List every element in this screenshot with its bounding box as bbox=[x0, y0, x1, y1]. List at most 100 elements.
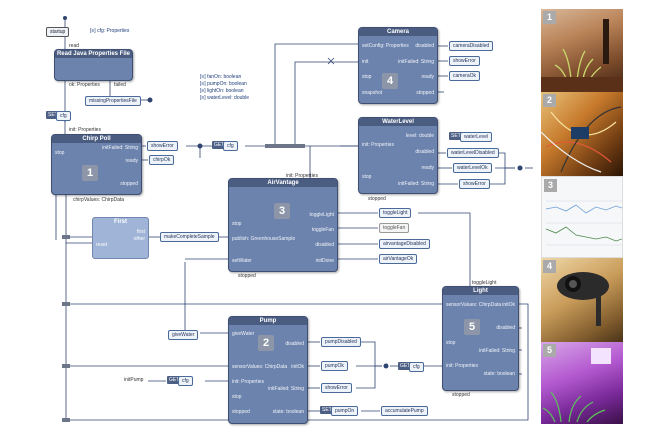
wiring-illustration bbox=[541, 106, 622, 173]
air-toggle-light-port[interactable]: toggleLight bbox=[309, 212, 334, 218]
camera-init-port[interactable]: init bbox=[362, 59, 369, 65]
chirp-ready-port[interactable]: ready bbox=[125, 158, 138, 164]
startup-step[interactable]: startup bbox=[46, 27, 70, 37]
missing-properties-pill[interactable]: missingPropertiesFile bbox=[85, 96, 141, 106]
first-reset-port[interactable]: reset bbox=[96, 242, 108, 248]
pump-init-ok-port[interactable]: initOk bbox=[291, 364, 304, 370]
camera-disabled-pill[interactable]: cameraDisabled bbox=[449, 41, 494, 51]
camera-ready-port[interactable]: ready bbox=[421, 74, 434, 80]
water-level-ok-pill[interactable]: waterLevelOk bbox=[453, 163, 492, 173]
read-properties-block[interactable]: Read Java Properties File bbox=[54, 49, 133, 81]
read-properties-title: Read Java Properties File bbox=[55, 50, 132, 58]
chirp-show-error-pill[interactable]: showError bbox=[147, 141, 178, 151]
toggle-light-pill[interactable]: toggleLight bbox=[379, 208, 412, 218]
light-block[interactable]: Light 5 sensorValues: ChirpData stop ini… bbox=[442, 286, 519, 391]
photo-tag-1: 1 bbox=[543, 11, 556, 24]
water-init-port[interactable]: init: Properties bbox=[362, 142, 394, 148]
pump-state-port[interactable]: state: boolean bbox=[272, 409, 304, 415]
var-pump-on: [≡] pumpOn: boolean bbox=[200, 81, 247, 87]
ok-properties-label: ok: Properties bbox=[69, 82, 100, 88]
accumulate-pump-pill[interactable]: accumulatePump bbox=[381, 406, 428, 416]
pump-title: Pump bbox=[229, 317, 307, 325]
light-stop-port[interactable]: stop bbox=[446, 340, 456, 346]
water-init-failed-port[interactable]: initFailed: String bbox=[398, 181, 434, 187]
chirp-values-label: chirpValues: ChirpData bbox=[73, 197, 125, 203]
pump-disabled-pill[interactable]: pumpDisabled bbox=[321, 337, 361, 347]
airvantage-block[interactable]: AirVantage 3 stop publish: GreenhouseSam… bbox=[228, 178, 338, 272]
camera-init-failed-port[interactable]: initFailed: String bbox=[398, 59, 434, 65]
pump-block[interactable]: Pump 2 giveWater sensorValues: ChirpData… bbox=[228, 316, 308, 424]
camera-disabled-port[interactable]: disabled bbox=[415, 43, 434, 49]
pump-stop-port[interactable]: stop bbox=[232, 394, 242, 400]
camera-block[interactable]: Camera 4 setConfig: Properties init stop… bbox=[358, 27, 438, 104]
light-init-ok-port[interactable]: initOk bbox=[502, 302, 515, 308]
airvantage-title: AirVantage bbox=[229, 179, 337, 187]
pump-give-water-port[interactable]: giveWater bbox=[232, 331, 255, 337]
var-fan-on: [≡] fanOn: boolean bbox=[200, 74, 242, 80]
first-first-port[interactable]: first bbox=[136, 229, 145, 235]
air-publish-port[interactable]: publish: GreenhouseSample bbox=[232, 236, 296, 242]
light-sensor-values-port[interactable]: sensorValues: ChirpData bbox=[446, 302, 502, 308]
air-init-properties-label: init: Properties bbox=[286, 173, 318, 179]
light-init-failed-port[interactable]: initFailed: String bbox=[479, 348, 515, 354]
read-label: read bbox=[69, 43, 80, 49]
set-pump-on-op: SET bbox=[320, 406, 334, 414]
light-disabled-port[interactable]: disabled bbox=[496, 325, 515, 331]
light-init-port[interactable]: init: Properties bbox=[446, 363, 478, 369]
air-toggle-fan-port[interactable]: toggleFan bbox=[311, 227, 334, 233]
pump-show-error-pill[interactable]: showError bbox=[321, 383, 352, 393]
first-other-port[interactable]: other bbox=[133, 236, 145, 242]
water-show-error-pill[interactable]: showError bbox=[459, 179, 490, 189]
air-disabled-port[interactable]: disabled bbox=[315, 242, 334, 248]
airvantage-ok-pill[interactable]: airVantageOk bbox=[379, 254, 418, 264]
set-pump-on-value[interactable]: pumpOn bbox=[331, 406, 359, 416]
get-cfg-value[interactable]: cfg bbox=[223, 141, 238, 151]
dashboard-illustration bbox=[545, 200, 622, 246]
chirp-ok-pill[interactable]: chirpOk bbox=[149, 155, 175, 165]
photo-tag-3: 3 bbox=[544, 179, 557, 192]
pump-ok-pill[interactable]: pumpOk bbox=[321, 361, 348, 371]
water-level-block[interactable]: WaterLevel init: Properties stop level: … bbox=[358, 117, 438, 194]
camera-set-config-port[interactable]: setConfig: Properties bbox=[362, 43, 409, 49]
water-level-disabled-pill[interactable]: waterLevelDisabled bbox=[447, 148, 499, 158]
var-water-level: [≡] waterLevel: double bbox=[200, 95, 250, 101]
give-water-pill[interactable]: giveWater bbox=[168, 330, 199, 340]
air-init-done-port[interactable]: initDone bbox=[315, 258, 334, 264]
set-water-level-value[interactable]: waterLevel bbox=[460, 132, 493, 142]
camera-stop-port[interactable]: stop bbox=[362, 74, 372, 80]
pump-disabled-port[interactable]: disabled bbox=[285, 341, 304, 347]
chirp-init-failed-port[interactable]: initFailed: String bbox=[102, 145, 138, 151]
pump-init-port[interactable]: init: Properties bbox=[232, 379, 264, 385]
pump-get-cfg-op: GET bbox=[167, 376, 182, 384]
camera-ok-pill[interactable]: cameraOk bbox=[449, 71, 481, 81]
toggle-fan-pill[interactable]: toggleFan bbox=[379, 223, 410, 233]
pump-init-failed-port[interactable]: initFailed: String bbox=[268, 386, 304, 392]
set-cfg-value[interactable]: cfg bbox=[56, 111, 71, 121]
chirp-poll-block[interactable]: Chirp Poll 1 stop initFailed: String rea… bbox=[51, 134, 142, 195]
camera-snapshot-port[interactable]: snapshot bbox=[362, 90, 383, 96]
first-block[interactable]: First first other reset bbox=[92, 217, 149, 259]
photo-tag-2: 2 bbox=[543, 94, 556, 107]
air-stop-port[interactable]: stop bbox=[232, 221, 242, 227]
light-state-port[interactable]: state: boolean bbox=[483, 371, 515, 377]
water-ready-port[interactable]: ready bbox=[421, 165, 434, 171]
airvantage-disabled-pill[interactable]: airvantageDisabled bbox=[379, 239, 430, 249]
water-stop-port[interactable]: stop bbox=[362, 174, 372, 180]
camera-stopped-port[interactable]: stopped bbox=[416, 90, 434, 96]
pump-sensor-values-port[interactable]: sensorValues: ChirpData bbox=[232, 364, 288, 370]
make-complete-sample-pill[interactable]: makeCompleteSample bbox=[160, 232, 219, 242]
water-level-title: WaterLevel bbox=[359, 118, 437, 126]
pump-get-cfg-value[interactable]: cfg bbox=[178, 376, 193, 386]
camera-show-error-pill[interactable]: showError bbox=[449, 56, 480, 66]
pump-stopped-port[interactable]: stopped bbox=[232, 409, 250, 415]
air-stopped-label: stopped bbox=[238, 273, 256, 279]
water-disabled-port[interactable]: disabled bbox=[415, 149, 434, 155]
chirp-stopped-port[interactable]: stopped bbox=[120, 181, 138, 187]
set-water-level-op: SET bbox=[449, 132, 463, 140]
light-get-cfg-value[interactable]: cfg bbox=[409, 362, 424, 372]
water-level-port[interactable]: level: double bbox=[405, 133, 434, 139]
chirp-stop-port[interactable]: stop bbox=[55, 150, 65, 156]
air-set-water-port[interactable]: setWater bbox=[232, 258, 252, 264]
